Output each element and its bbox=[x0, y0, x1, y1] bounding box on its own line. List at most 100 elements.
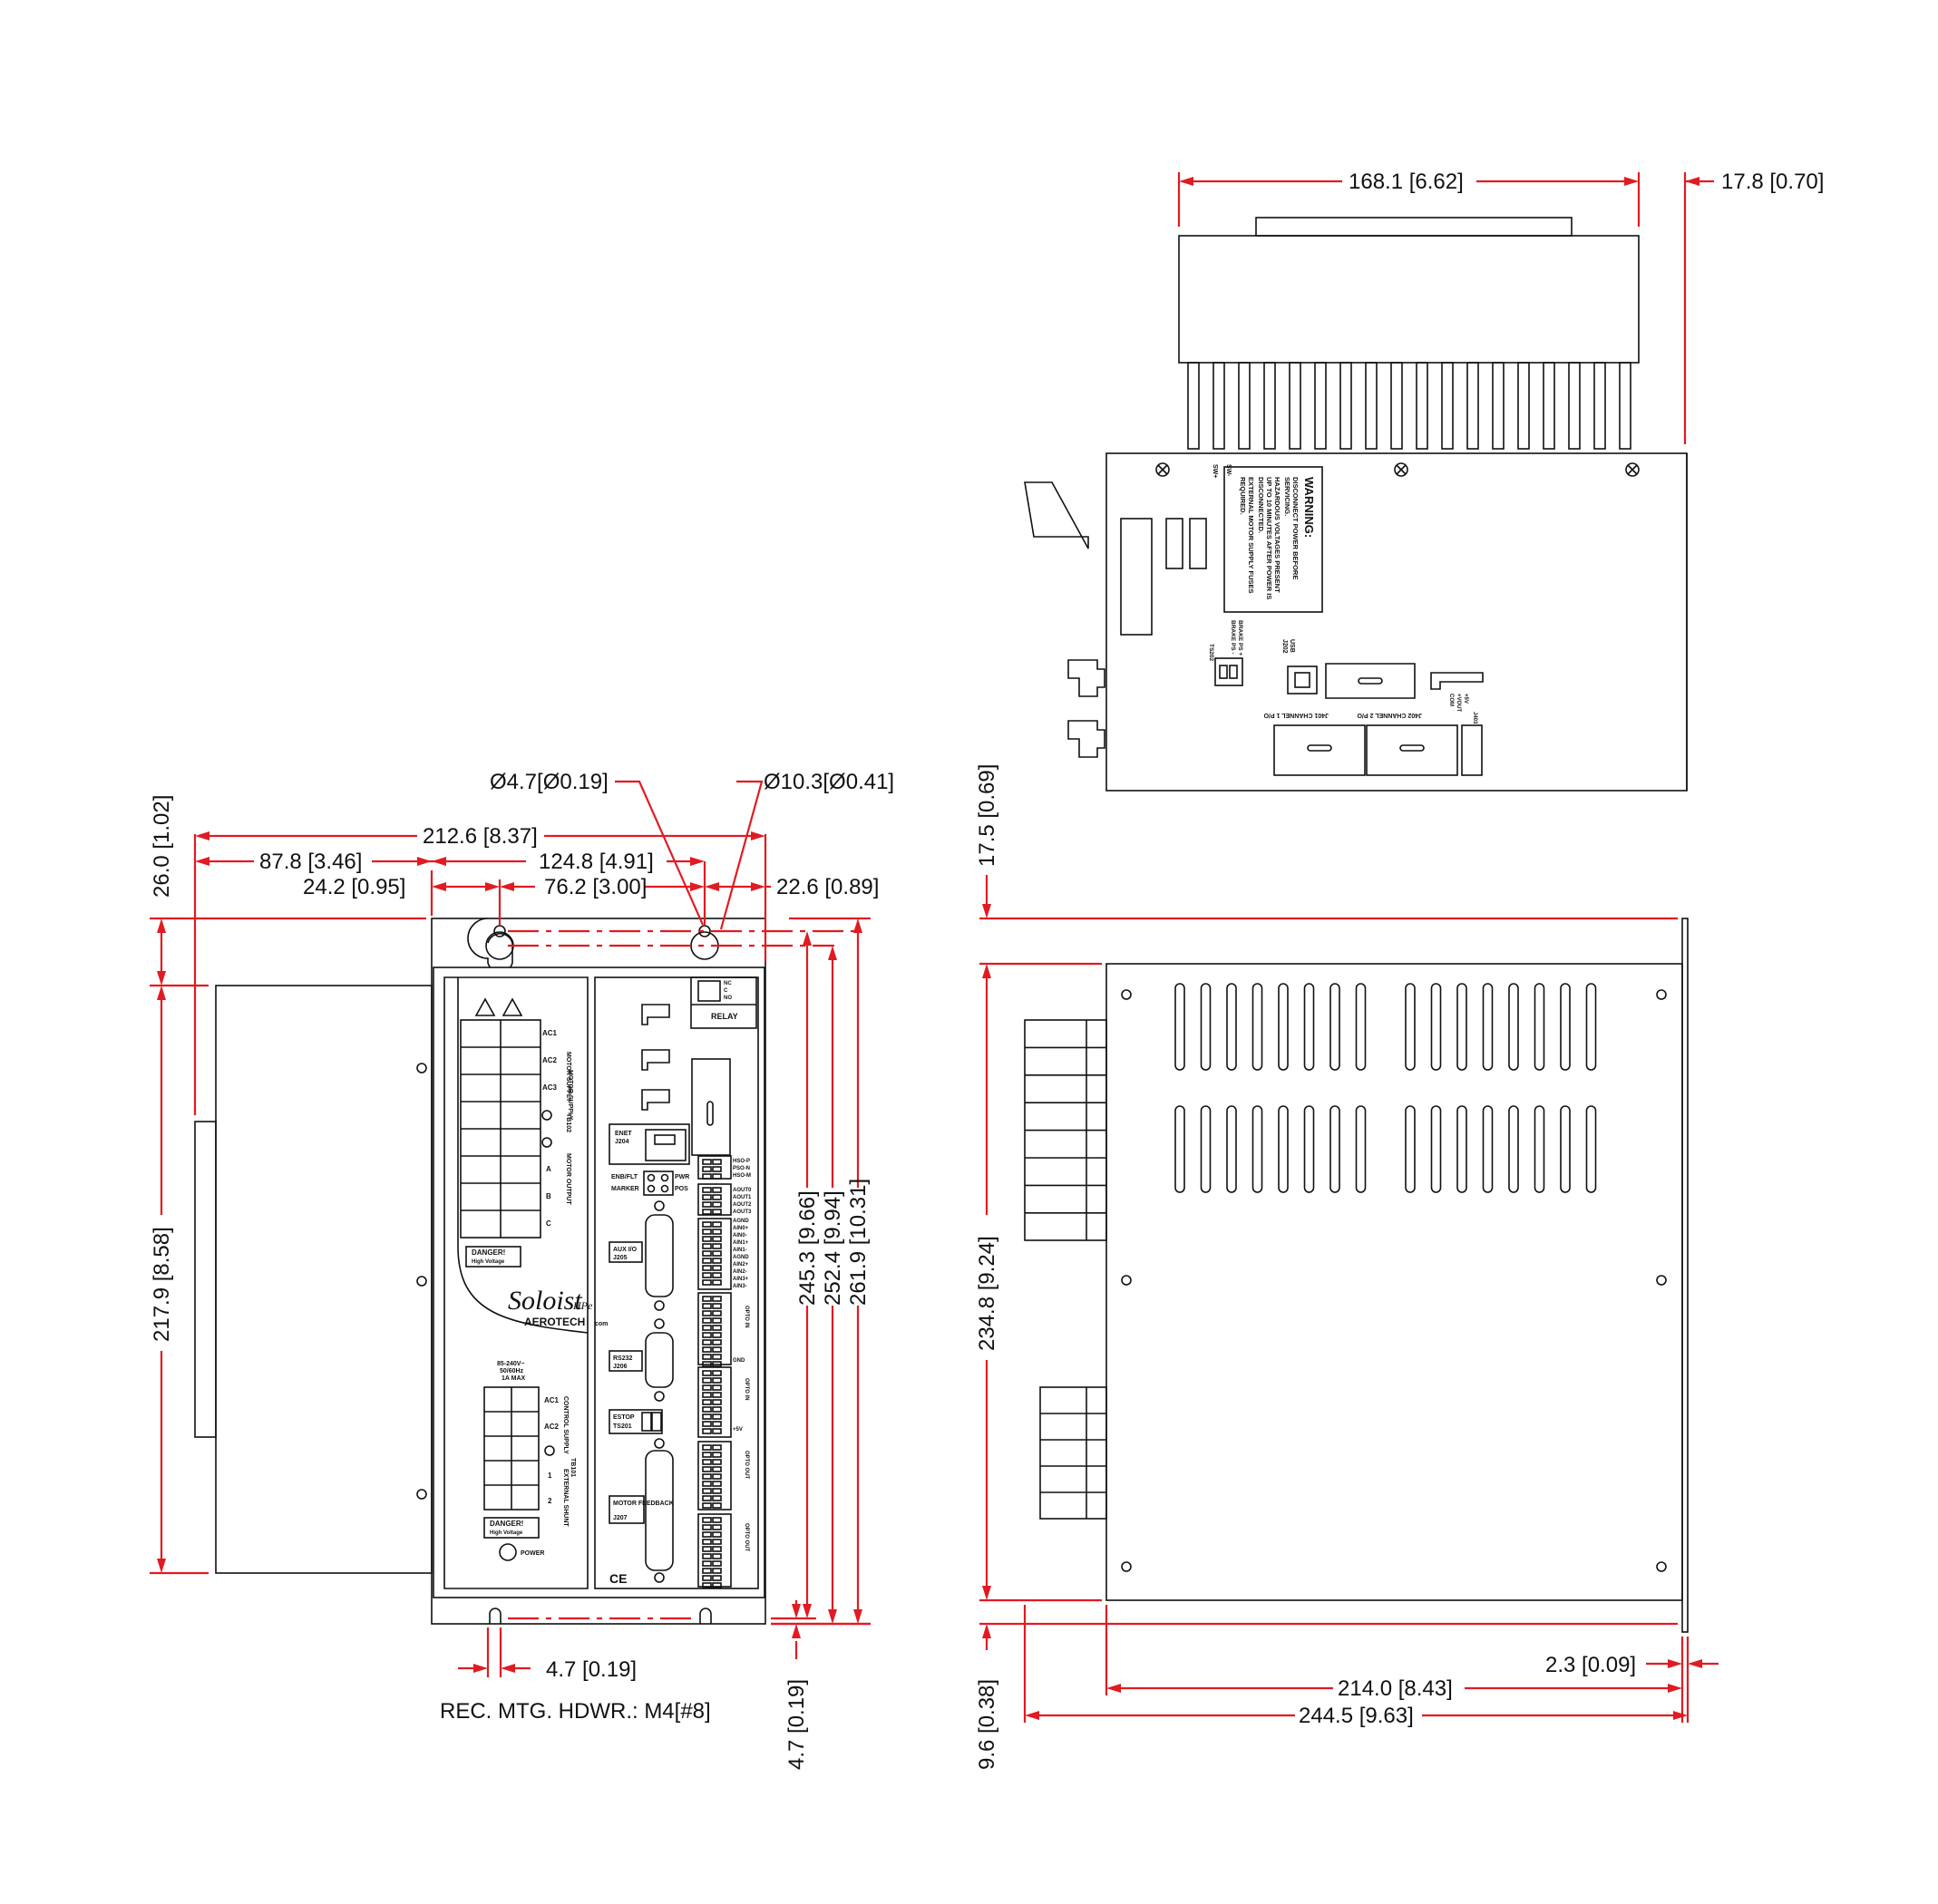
vent-slot bbox=[1456, 983, 1467, 1071]
svg-text:AOUT0: AOUT0 bbox=[733, 1188, 752, 1193]
vent-slot bbox=[1585, 1105, 1597, 1193]
motor-feedback-dsub bbox=[645, 1450, 674, 1571]
sw-minus-label: SW- bbox=[1225, 464, 1232, 477]
heatsink-fin bbox=[1492, 362, 1505, 450]
heatsink-fin bbox=[1568, 362, 1581, 450]
vent-slot bbox=[1508, 1105, 1519, 1193]
svg-text:BRAKE PS -: BRAKE PS - bbox=[1230, 620, 1236, 655]
svg-text:AIN1+: AIN1+ bbox=[733, 1240, 749, 1246]
danger-label-top bbox=[465, 1246, 521, 1268]
dim-side-top: 17.5 [0.69] bbox=[975, 764, 999, 867]
vent-slot bbox=[1226, 983, 1237, 1071]
svg-text:AIN0+: AIN0+ bbox=[733, 1226, 749, 1231]
svg-text:RS232: RS232 bbox=[613, 1355, 633, 1362]
channel2-label: J402 CHANNEL 2 P/O bbox=[1357, 712, 1422, 718]
ts202-connector bbox=[1214, 657, 1243, 686]
svg-text:BRAKE PS +: BRAKE PS + bbox=[1237, 620, 1243, 656]
terminal-strip bbox=[697, 1183, 732, 1216]
dim-h2: 252.4 [9.94] bbox=[821, 1190, 845, 1306]
svg-text:NO: NO bbox=[724, 996, 732, 1001]
dim-side-plate: 2.3 [0.09] bbox=[1545, 1653, 1636, 1677]
j402-channel-2 bbox=[1366, 724, 1458, 776]
vent-slot bbox=[1278, 983, 1289, 1071]
svg-text:GND: GND bbox=[733, 1358, 745, 1364]
svg-text:C: C bbox=[724, 988, 728, 994]
heatsink-fin bbox=[1517, 362, 1530, 450]
heatsink-fin bbox=[1416, 362, 1428, 450]
heatsink-fin bbox=[1212, 362, 1225, 450]
vent-slot bbox=[1303, 1105, 1315, 1193]
svg-text:ENB/FLT: ENB/FLT bbox=[611, 1174, 638, 1180]
heatsink-fin bbox=[1314, 362, 1327, 450]
svg-text:AIN0-: AIN0- bbox=[733, 1233, 747, 1239]
svg-text:ENET: ENET bbox=[615, 1131, 632, 1137]
vent-slot bbox=[1174, 983, 1185, 1071]
svg-text:AOUT1: AOUT1 bbox=[733, 1195, 752, 1200]
front-terminal-strips bbox=[697, 1155, 732, 1588]
side-view-dimensions: 17.5 [0.69] 234.8 [9.24] 9.6 [0.38] 2.3 … bbox=[975, 764, 1719, 1770]
svg-text:OPTO IN: OPTO IN bbox=[744, 1306, 749, 1328]
svg-text:+5V: +5V bbox=[733, 1427, 743, 1433]
heatsink-fin bbox=[1339, 362, 1352, 450]
front-side-holes bbox=[416, 1063, 427, 1500]
svg-text:+5V: +5V bbox=[1463, 694, 1468, 704]
svg-text:A: A bbox=[546, 1165, 551, 1173]
heatsink-fin bbox=[1466, 362, 1479, 450]
mount-hole-left bbox=[467, 918, 513, 974]
top-view-bracket bbox=[1024, 481, 1089, 549]
svg-text:COM: COM bbox=[1448, 694, 1454, 706]
top-view-side-connector-2 bbox=[1067, 720, 1105, 758]
vent-slot bbox=[1329, 1105, 1340, 1193]
vent-slot bbox=[1251, 1105, 1263, 1193]
top-view-screws bbox=[1155, 462, 1640, 477]
front-view: AC1 AC2 AC3 A B C MOTOR SUPPLY MOTOR SUP… bbox=[194, 918, 766, 1625]
vent-slot bbox=[1355, 983, 1367, 1071]
svg-text:+VOUT: +VOUT bbox=[1456, 694, 1461, 713]
svg-text:MOTOR FEEDBACK: MOTOR FEEDBACK bbox=[613, 1501, 674, 1507]
svg-text:ESTOP: ESTOP bbox=[613, 1414, 635, 1421]
svg-text:MARKER: MARKER bbox=[611, 1186, 639, 1192]
vent-slot bbox=[1200, 983, 1212, 1071]
relay-block bbox=[690, 976, 757, 1029]
svg-text:DANGER!: DANGER! bbox=[472, 1248, 505, 1257]
soloist-logo: Soloist bbox=[508, 1286, 582, 1316]
svg-text:UP TO 10 MINUTES AFTER POWER I: UP TO 10 MINUTES AFTER POWER IS bbox=[1265, 477, 1273, 599]
heatsink-fin bbox=[1187, 362, 1200, 450]
sw-labels: SW+ SW- bbox=[1212, 464, 1232, 478]
marker-led bbox=[647, 1184, 656, 1193]
svg-text:MOTOR OUTPUT: MOTOR OUTPUT bbox=[565, 1153, 571, 1205]
top-view: SW+ SW- WARNING: DISCONNECT POWER BEFORE… bbox=[1024, 217, 1688, 792]
sw-plus-connector bbox=[1165, 518, 1183, 569]
top-view-mount-flange bbox=[1255, 217, 1573, 237]
svg-text:AC1: AC1 bbox=[544, 1396, 560, 1404]
svg-text:AIN2-: AIN2- bbox=[733, 1269, 747, 1275]
side-chassis bbox=[1105, 963, 1683, 1601]
dim-side-bottom: 9.6 [0.38] bbox=[975, 1679, 999, 1770]
svg-text:High Voltage: High Voltage bbox=[490, 1530, 523, 1536]
front-view-dimensions: Ø4.7[Ø0.19] Ø10.3[Ø0.41] 212.6 [8.37] 87… bbox=[150, 770, 894, 1770]
svg-text:MOTOR SUPPLY: MOTOR SUPPLY bbox=[567, 1070, 573, 1121]
svg-text:AGND: AGND bbox=[733, 1255, 749, 1260]
model-label: HPe bbox=[572, 1299, 593, 1312]
vent-slot bbox=[1560, 1105, 1571, 1193]
side-connectors-lower bbox=[1039, 1386, 1107, 1520]
tb101-terminal-block bbox=[483, 1386, 540, 1511]
pwr-led bbox=[660, 1173, 669, 1182]
vent-slot bbox=[1329, 983, 1340, 1071]
svg-text:USB: USB bbox=[1289, 639, 1295, 653]
dim-h1: 245.3 [9.66] bbox=[795, 1190, 820, 1306]
enb-flt-led bbox=[647, 1173, 656, 1182]
vent-slot bbox=[1405, 983, 1416, 1071]
svg-text:85-240V~: 85-240V~ bbox=[497, 1361, 525, 1367]
svg-text:REQUIRED.: REQUIRED. bbox=[1239, 477, 1247, 515]
side-view bbox=[1024, 918, 1689, 1633]
aerotech-logo: AEROTECH bbox=[524, 1316, 585, 1328]
svg-text:NC: NC bbox=[724, 981, 732, 986]
svg-text:AC2: AC2 bbox=[544, 1423, 560, 1431]
front-heatsink-shadow bbox=[215, 985, 433, 1574]
sw-minus-connector bbox=[1189, 518, 1207, 569]
heatsink-fin bbox=[1593, 362, 1606, 450]
svg-text:HSO-M: HSO-M bbox=[733, 1173, 751, 1179]
terminal-strip bbox=[697, 1366, 732, 1438]
heatsink-fin bbox=[1263, 362, 1276, 450]
